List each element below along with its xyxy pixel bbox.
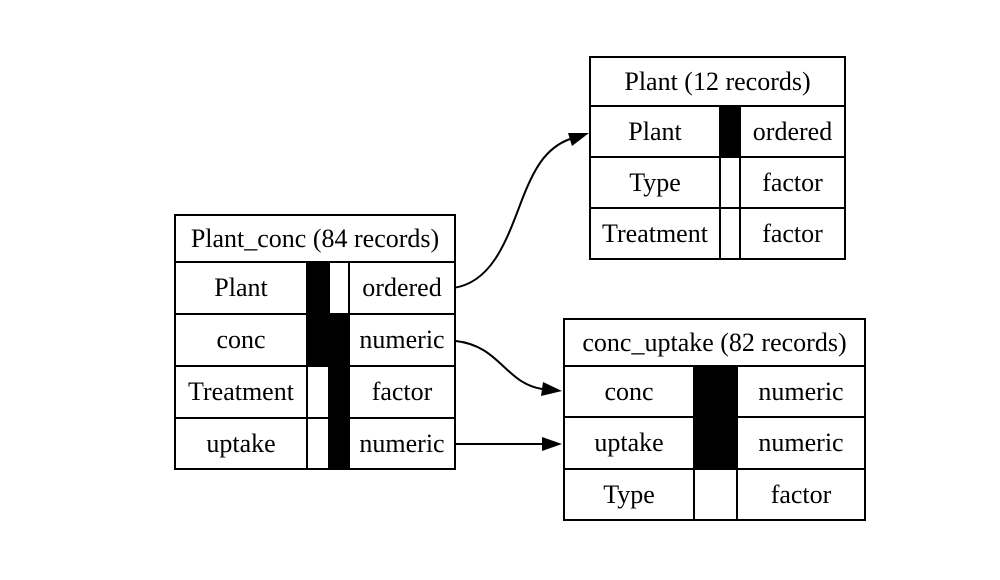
column-type: numeric bbox=[359, 428, 445, 458]
column-type: ordered bbox=[362, 273, 442, 302]
edge-plant-conc-to-conc bbox=[455, 340, 543, 390]
column-type: factor bbox=[371, 377, 433, 406]
column-divider bbox=[739, 105, 741, 258]
column-name: conc bbox=[604, 376, 654, 406]
row-divider bbox=[176, 417, 454, 419]
column-name: uptake bbox=[206, 428, 276, 458]
arrowhead-icon bbox=[542, 437, 562, 451]
column-name: Plant bbox=[628, 116, 682, 146]
key-indicator-filled bbox=[695, 365, 736, 470]
table-plant: Plant (12 records) Plant ordered Type fa… bbox=[589, 56, 846, 260]
column-type: numeric bbox=[758, 428, 844, 457]
column-divider bbox=[306, 261, 308, 468]
column-type: factor bbox=[762, 167, 823, 197]
column-name: Treatment bbox=[188, 377, 294, 406]
arrowhead-icon bbox=[541, 382, 562, 396]
column-name: Type bbox=[629, 167, 681, 197]
column-type: numeric bbox=[359, 325, 445, 354]
edge-plant-conc-to-plant bbox=[452, 138, 571, 289]
column-divider bbox=[736, 365, 738, 519]
column-name: uptake bbox=[594, 428, 664, 457]
column-type: ordered bbox=[752, 116, 833, 146]
row-divider bbox=[591, 105, 844, 107]
table-title: conc_uptake (82 records) bbox=[582, 327, 847, 357]
column-divider bbox=[719, 105, 721, 258]
column-type: numeric bbox=[758, 376, 844, 406]
table-title: Plant (12 records) bbox=[624, 66, 811, 96]
row-divider bbox=[591, 156, 844, 158]
column-type: factor bbox=[770, 479, 832, 509]
table-conc-uptake: conc_uptake (82 records) conc numeric up… bbox=[563, 318, 866, 521]
key-indicator-filled bbox=[721, 105, 739, 158]
column-divider bbox=[693, 365, 695, 519]
column-type: factor bbox=[762, 218, 823, 248]
column-name: Type bbox=[603, 479, 655, 509]
table-plant-conc: Plant_conc (84 records) Plant ordered co… bbox=[174, 214, 456, 470]
row-divider bbox=[591, 207, 844, 209]
column-name: conc bbox=[216, 325, 266, 354]
column-divider bbox=[348, 261, 350, 468]
arrowhead-icon bbox=[568, 133, 589, 146]
key-indicator-filled bbox=[328, 313, 348, 468]
table-title: Plant_conc (84 records) bbox=[190, 223, 440, 253]
column-name: Treatment bbox=[602, 218, 708, 248]
column-name: Plant bbox=[214, 273, 268, 302]
